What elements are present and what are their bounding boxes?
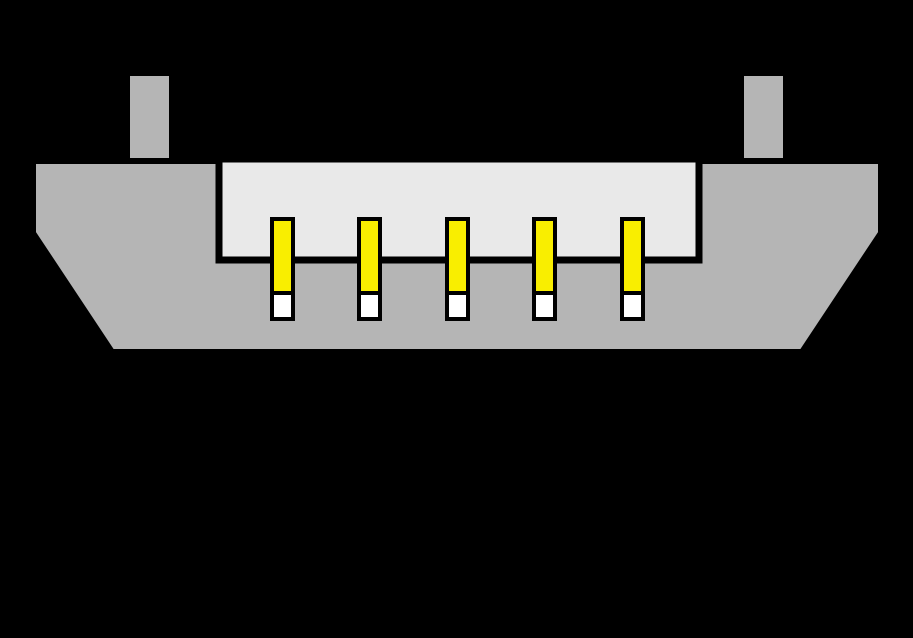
mounting-tab-left	[124, 70, 175, 168]
pin-1-tip	[270, 291, 295, 321]
pin-4-contact	[532, 217, 557, 295]
pin-2-contact	[357, 217, 382, 295]
pin-2-tip	[357, 291, 382, 321]
pin-2	[357, 217, 382, 321]
pin-5	[620, 217, 645, 321]
pin-3	[445, 217, 470, 321]
pin-5-tip	[620, 291, 645, 321]
pin-3-contact	[445, 217, 470, 295]
pin-4	[532, 217, 557, 321]
pin-1-contact	[270, 217, 295, 295]
pin-3-tip	[445, 291, 470, 321]
mounting-tab-right	[738, 70, 789, 168]
pin-5-contact	[620, 217, 645, 295]
pin-1	[270, 217, 295, 321]
pin-4-tip	[532, 291, 557, 321]
